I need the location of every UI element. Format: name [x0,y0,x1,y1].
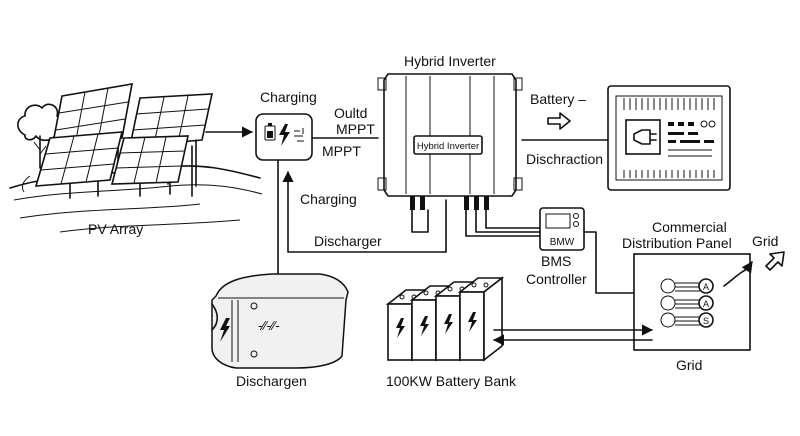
battery-bank [385,276,505,362]
grid-bottom-label: Grid [676,357,702,373]
inverter-to-bms-wire-1 [465,209,541,237]
inverter-nameplate-text: Hybrid Inverter [417,141,479,152]
tree-icon [17,103,65,169]
grid-wave-line [723,261,753,287]
bms-controller: BMW [539,207,585,251]
charging-top-label: Charging [260,89,317,105]
battery-arrow-label: Battery – [530,91,586,107]
charging-mid-label: Charging [300,191,357,207]
inverter-nameplate [413,135,483,155]
discharge-box-label: Dischargen [236,373,307,389]
outline-arrow-icon [547,112,571,130]
inverter-title: Hybrid Inverter [404,53,496,69]
meter-1-label: A [703,282,709,292]
meter-row-2: A [660,295,714,311]
discharger-label: Discharger [314,233,382,249]
inverter-to-bms-wire-2 [475,209,541,233]
battery-bank-label: 100KW Battery Bank [386,373,517,389]
meter-row-3: S [660,312,714,328]
discharge-box-symbol: -⁄⁄-⁄⁄- [258,318,280,333]
panel-label-line2: Distribution Panel [622,235,732,251]
meter-3-label: S [703,316,709,326]
mppt-label-a: Oultd [334,105,367,121]
socket-icon [294,128,304,142]
bms-label-line2: Controller [526,271,587,287]
battery-cell-4 [457,276,505,362]
panel-label-line1: Commercial [652,219,727,235]
pv-array-illustration [9,83,263,233]
bms-badge-text: BMW [550,237,575,248]
discharge-unit: -⁄⁄-⁄⁄- [211,273,349,369]
mppt-label-b: MPPT [336,121,375,137]
meter-row-1: A [660,278,714,294]
grid-top-label: Grid [752,233,778,249]
battery-icon [264,123,276,141]
pv-array-label: PV Array [88,221,143,237]
distribution-panel: A A S [633,253,751,351]
grid-outline-arrow-icon [765,251,785,271]
charge-controller [255,113,313,161]
hybrid-inverter: Hybrid Inverter [377,73,523,210]
solar-panel-4 [110,135,189,197]
lightning-icon [220,318,230,342]
meter-2-label: A [703,299,709,309]
inverter-to-bms-wire-3 [485,209,541,229]
mppt-label-c: MPPT [322,143,361,159]
discharge-right-label: Dischraction [526,151,603,167]
bms-to-panel-line [583,231,658,299]
inverter-loop-wire [411,209,429,233]
lightning-icon [279,124,290,146]
bms-label-line1: BMS [541,253,571,269]
plug-icon [633,129,657,145]
solar-panel-3 [34,131,124,199]
monitoring-panel [607,85,731,191]
discharger-return-line [282,170,447,253]
